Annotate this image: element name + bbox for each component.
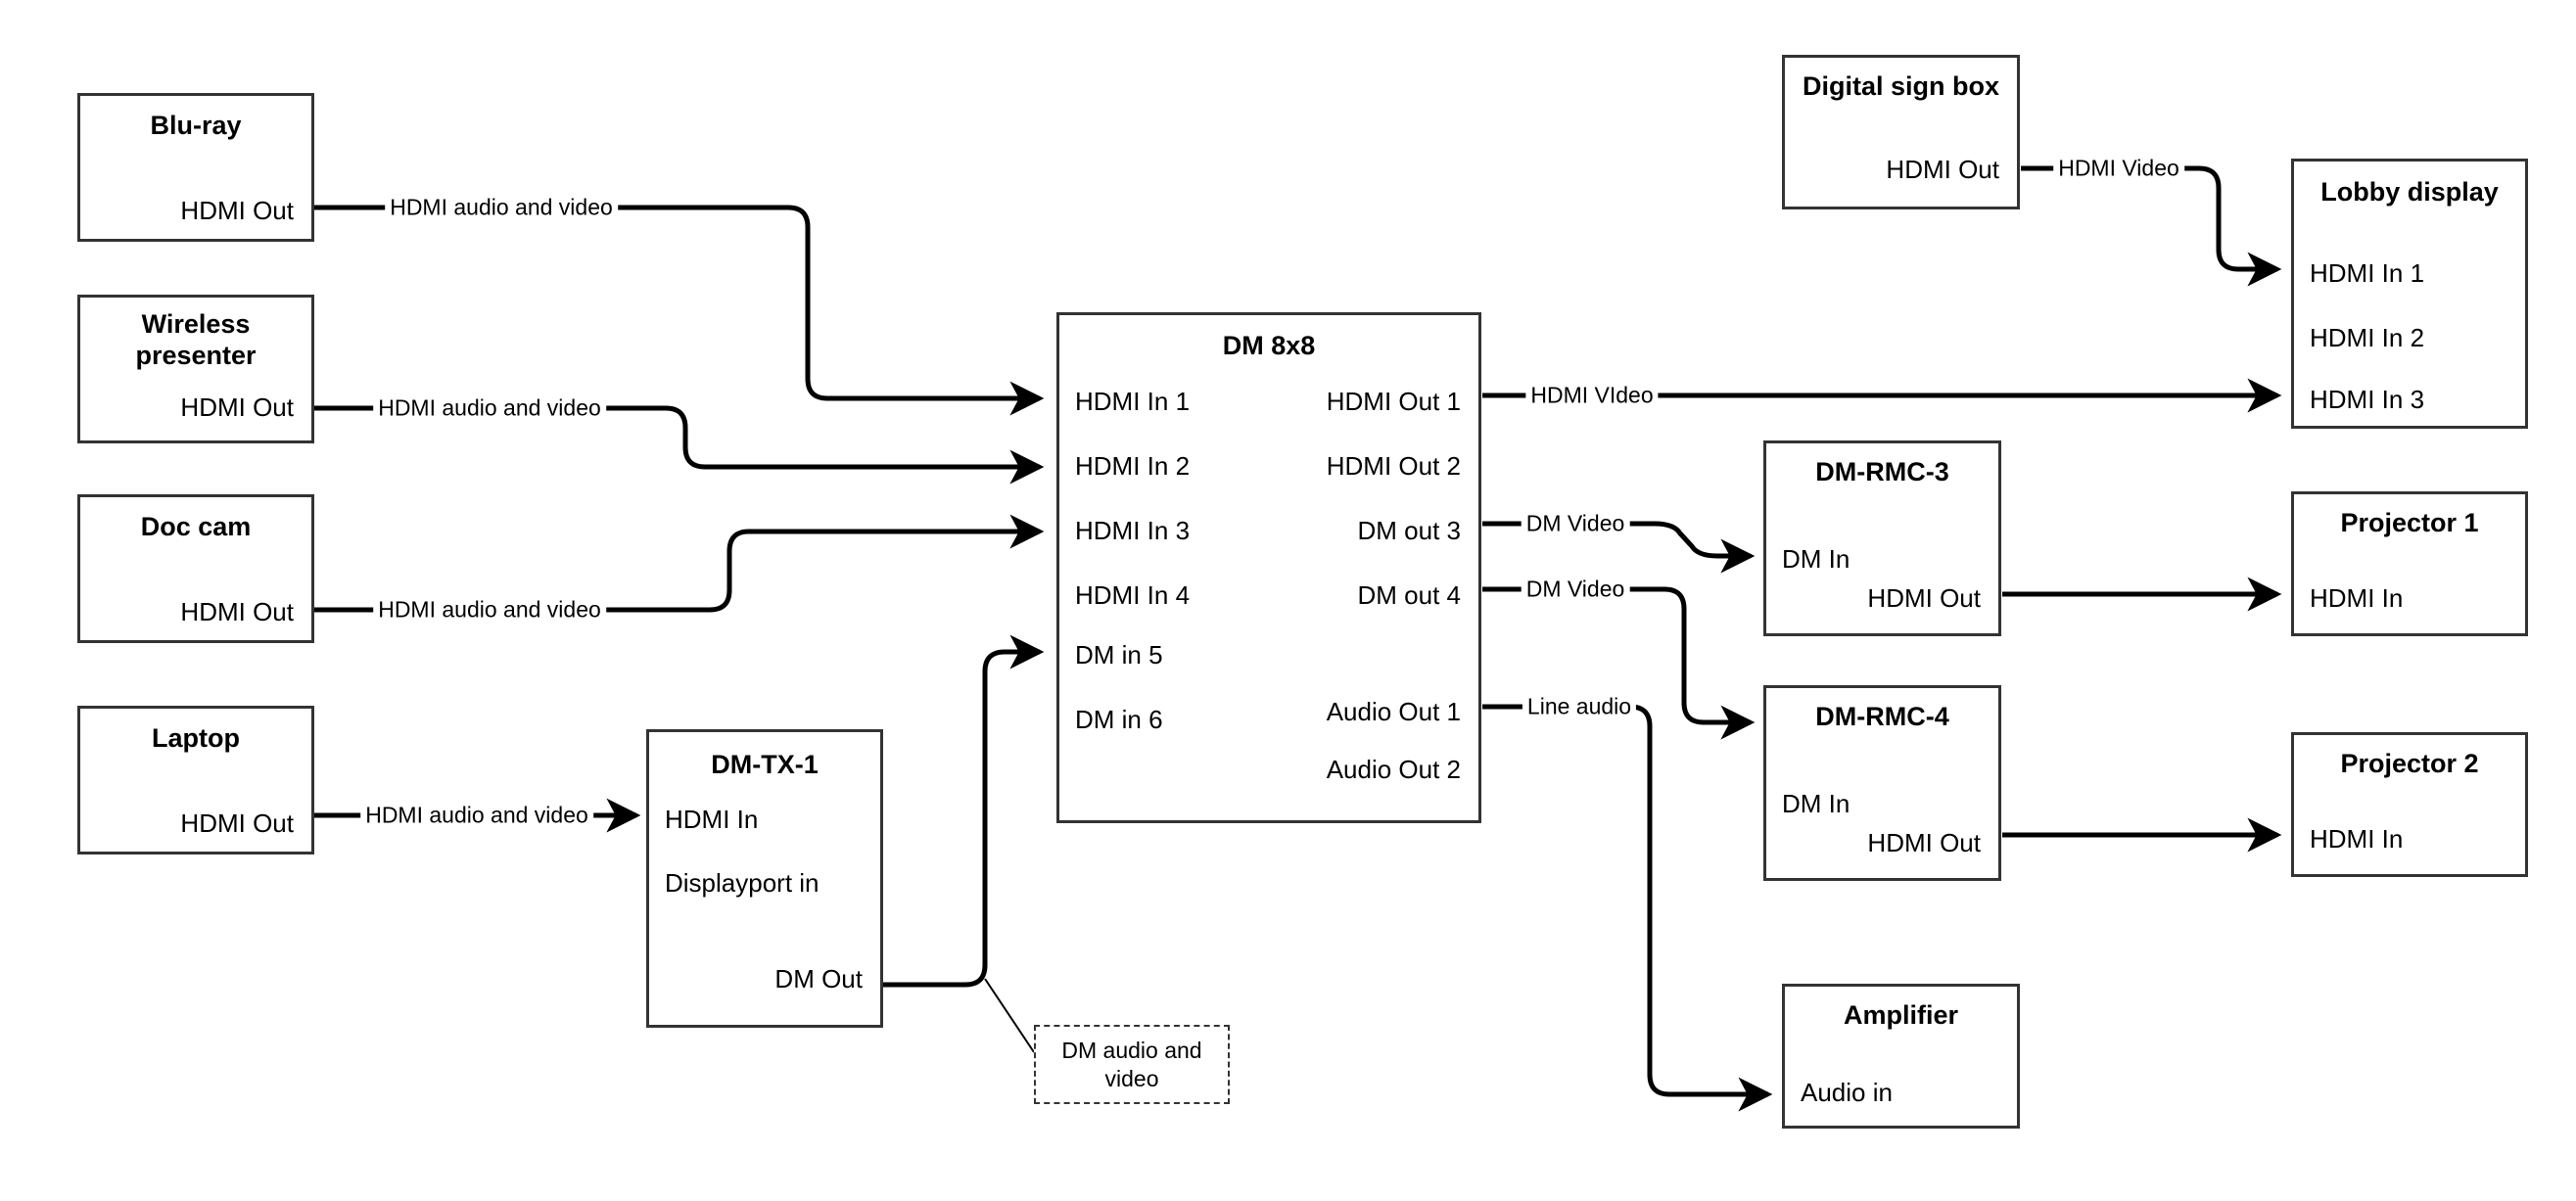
port-dm-rmc-3-hdmi-out[interactable]: HDMI Out — [1867, 583, 1981, 613]
node-amplifier[interactable]: Amplifier Audio in — [1782, 984, 2020, 1129]
node-wireless-presenter[interactable]: Wireless presenter HDMI Out — [77, 295, 314, 443]
node-title-laptop: Laptop — [152, 723, 240, 753]
port-dm-8x8-hdmi-in-3[interactable]: HDMI In 3 — [1075, 516, 1191, 545]
port-dm-tx-1-displayport-in[interactable]: Displayport in — [665, 868, 820, 898]
node-title-blu-ray: Blu-ray — [150, 111, 242, 140]
node-digital-sign-box[interactable]: Digital sign box HDMI Out — [1782, 55, 2020, 209]
node-laptop[interactable]: Laptop HDMI Out — [77, 706, 314, 855]
port-doc-cam-hdmi-out[interactable]: HDMI Out — [180, 597, 294, 626]
port-lobby-display-hdmi-in-3[interactable]: HDMI In 3 — [2310, 385, 2425, 414]
port-dm-8x8-audio-out-1[interactable]: Audio Out 1 — [1326, 697, 1461, 726]
node-title-dm-rmc-4: DM-RMC-4 — [1815, 702, 1949, 731]
port-dm-8x8-hdmi-in-2[interactable]: HDMI In 2 — [1075, 451, 1191, 481]
port-dm-8x8-hdmi-in-1[interactable]: HDMI In 1 — [1075, 387, 1191, 416]
node-lobby-display[interactable]: Lobby display HDMI In 1 HDMI In 2 HDMI I… — [2291, 159, 2528, 429]
wire-label-wireless: HDMI audio and video — [373, 396, 606, 420]
wire-label-dm-video-out3: DM Video — [1521, 512, 1630, 535]
node-title-projector-2: Projector 2 — [2340, 749, 2479, 778]
node-blu-ray[interactable]: Blu-ray HDMI Out — [77, 93, 314, 242]
port-dm-tx-1-hdmi-in[interactable]: HDMI In — [665, 805, 759, 834]
port-dm-tx-1-dm-out[interactable]: DM Out — [774, 964, 863, 993]
node-title-doc-cam: Doc cam — [140, 512, 252, 541]
node-dm-rmc-4[interactable]: DM-RMC-4 DM In HDMI Out — [1763, 685, 2001, 881]
port-dm-8x8-dm-in-6[interactable]: DM in 6 — [1075, 705, 1163, 734]
node-dm-rmc-3[interactable]: DM-RMC-3 DM In HDMI Out — [1763, 440, 2001, 636]
port-blu-ray-hdmi-out[interactable]: HDMI Out — [180, 196, 294, 225]
wire-label-doccam: HDMI audio and video — [373, 598, 606, 622]
node-title-dm-tx-1: DM-TX-1 — [711, 750, 819, 779]
node-dm-8x8[interactable]: DM 8x8 HDMI In 1 HDMI In 2 HDMI In 3 HDM… — [1056, 312, 1481, 823]
node-title-dm-rmc-3: DM-RMC-3 — [1815, 457, 1949, 486]
wire-signbox-to-lobby-in1 — [2021, 165, 2282, 287]
port-dm-rmc-4-hdmi-out[interactable]: HDMI Out — [1867, 828, 1981, 857]
wire-label-laptop: HDMI audio and video — [360, 804, 593, 827]
callout-dm-audio-and-video: DM audio and video — [1034, 1025, 1230, 1104]
wire-callout-leader — [984, 978, 1035, 1053]
node-doc-cam[interactable]: Doc cam HDMI Out — [77, 494, 314, 643]
port-dm-8x8-hdmi-in-4[interactable]: HDMI In 4 — [1075, 580, 1191, 610]
port-dm-8x8-dm-out-4[interactable]: DM out 4 — [1357, 580, 1462, 610]
node-projector-2[interactable]: Projector 2 HDMI In — [2291, 732, 2528, 877]
port-digital-sign-box-hdmi-out[interactable]: HDMI Out — [1886, 155, 1999, 184]
node-title-lobby-display: Lobby display — [2320, 177, 2499, 207]
port-dm-8x8-dm-out-3[interactable]: DM out 3 — [1357, 516, 1462, 545]
wire-label-dm-video-out4: DM Video — [1521, 577, 1630, 601]
node-title-amplifier: Amplifier — [1843, 1000, 1959, 1030]
port-projector-1-hdmi-in[interactable]: HDMI In — [2310, 583, 2404, 613]
port-laptop-hdmi-out[interactable]: HDMI Out — [180, 808, 294, 838]
port-dm-8x8-audio-out-2[interactable]: Audio Out 2 — [1326, 755, 1461, 784]
node-title-digital-sign-box: Digital sign box — [1802, 71, 1999, 101]
wire-label-bluray: HDMI audio and video — [385, 196, 618, 219]
port-lobby-display-hdmi-in-1[interactable]: HDMI In 1 — [2310, 258, 2425, 288]
node-title-wireless-presenter: Wireless presenter — [135, 309, 257, 370]
wire-label-hdmi-video-signbox: HDMI Video — [2053, 157, 2184, 180]
node-title-dm-8x8: DM 8x8 — [1222, 331, 1316, 360]
port-dm-8x8-hdmi-out-1[interactable]: HDMI Out 1 — [1326, 387, 1461, 416]
port-amplifier-audio-in[interactable]: Audio in — [1801, 1078, 1893, 1107]
wire-label-line-audio: Line audio — [1522, 695, 1637, 718]
wire-dm-audioout1-to-amplifier — [1482, 704, 1773, 1112]
port-dm-8x8-hdmi-out-2[interactable]: HDMI Out 2 — [1326, 451, 1461, 481]
port-dm-rmc-3-dm-in[interactable]: DM In — [1782, 544, 1850, 574]
port-lobby-display-hdmi-in-2[interactable]: HDMI In 2 — [2310, 323, 2425, 352]
port-projector-2-hdmi-in[interactable]: HDMI In — [2310, 824, 2404, 854]
wire-label-hdmi-video-out1: HDMI VIdeo — [1525, 384, 1659, 407]
wire-dmtx1-to-dm-in5 — [883, 634, 1045, 988]
port-wireless-presenter-hdmi-out[interactable]: HDMI Out — [180, 393, 294, 422]
port-dm-8x8-dm-in-5[interactable]: DM in 5 — [1075, 640, 1163, 670]
node-projector-1[interactable]: Projector 1 HDMI In — [2291, 491, 2528, 636]
node-dm-tx-1[interactable]: DM-TX-1 HDMI In Displayport in DM Out — [646, 729, 883, 1028]
wire-bluray-to-dm-in1 — [314, 205, 1045, 416]
node-title-projector-1: Projector 1 — [2340, 508, 2479, 537]
port-dm-rmc-4-dm-in[interactable]: DM In — [1782, 789, 1850, 818]
